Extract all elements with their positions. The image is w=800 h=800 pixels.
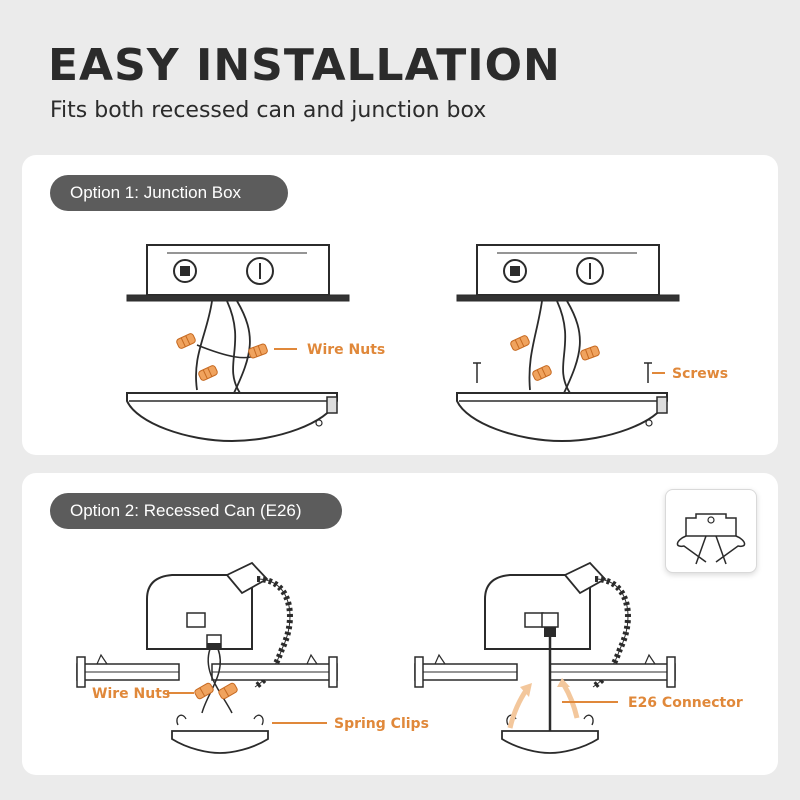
wire-nut-icon (509, 334, 531, 352)
option1-right-illustration (456, 244, 680, 442)
screws-label: Screws (672, 366, 728, 382)
arrow-up-icon (507, 683, 532, 729)
option1-diagram: Wire Nuts Screws (126, 244, 728, 442)
wire-nut-icon (197, 364, 219, 382)
light-fixture-icon (126, 392, 338, 442)
e26-connector-label: E26 Connector (628, 695, 743, 711)
page-title: EASY INSTALLATION (48, 40, 561, 91)
spring-clips-label: Spring Clips (334, 716, 429, 732)
option2-diagram: Wire Nuts Spring Clips E26 Connector (22, 473, 743, 754)
spring-clip-detail-icon (676, 513, 746, 565)
option1-label: Option 1: Junction Box (50, 175, 288, 211)
wire-nut-icon (175, 332, 197, 350)
option1-left-illustration (126, 244, 350, 442)
wire-nuts-label-2: Wire Nuts (92, 686, 170, 702)
light-fixture-icon (456, 392, 668, 442)
arrow-up-icon (557, 678, 580, 719)
wire-nut-icon (579, 344, 601, 362)
junction-box-icon (126, 244, 350, 302)
option2-label: Option 2: Recessed Can (E26) (50, 493, 342, 529)
spring-clip-icon (171, 714, 269, 754)
option2-right-illustration (415, 563, 675, 754)
recessed-can-icon (77, 563, 337, 687)
junction-box-icon (456, 244, 680, 302)
wire-nut-icon (531, 364, 553, 382)
wire-nut-icon (193, 681, 215, 701)
e26-socket-icon (541, 612, 559, 731)
wire-nut-icon (247, 342, 269, 360)
screw-icon (473, 362, 481, 383)
spring-clip-detail-inset (665, 489, 757, 573)
wire-nut-icon (217, 681, 239, 701)
wire-nuts-label: Wire Nuts (307, 342, 385, 358)
page-subtitle: Fits both recessed can and junction box (50, 98, 487, 123)
screw-icon (644, 362, 652, 383)
option1-panel: Wire Nuts Screws Option 1: Junction Box (22, 155, 778, 455)
option2-panel: Wire Nuts Spring Clips E26 Connector (22, 473, 778, 775)
option2-left-illustration (77, 563, 337, 754)
